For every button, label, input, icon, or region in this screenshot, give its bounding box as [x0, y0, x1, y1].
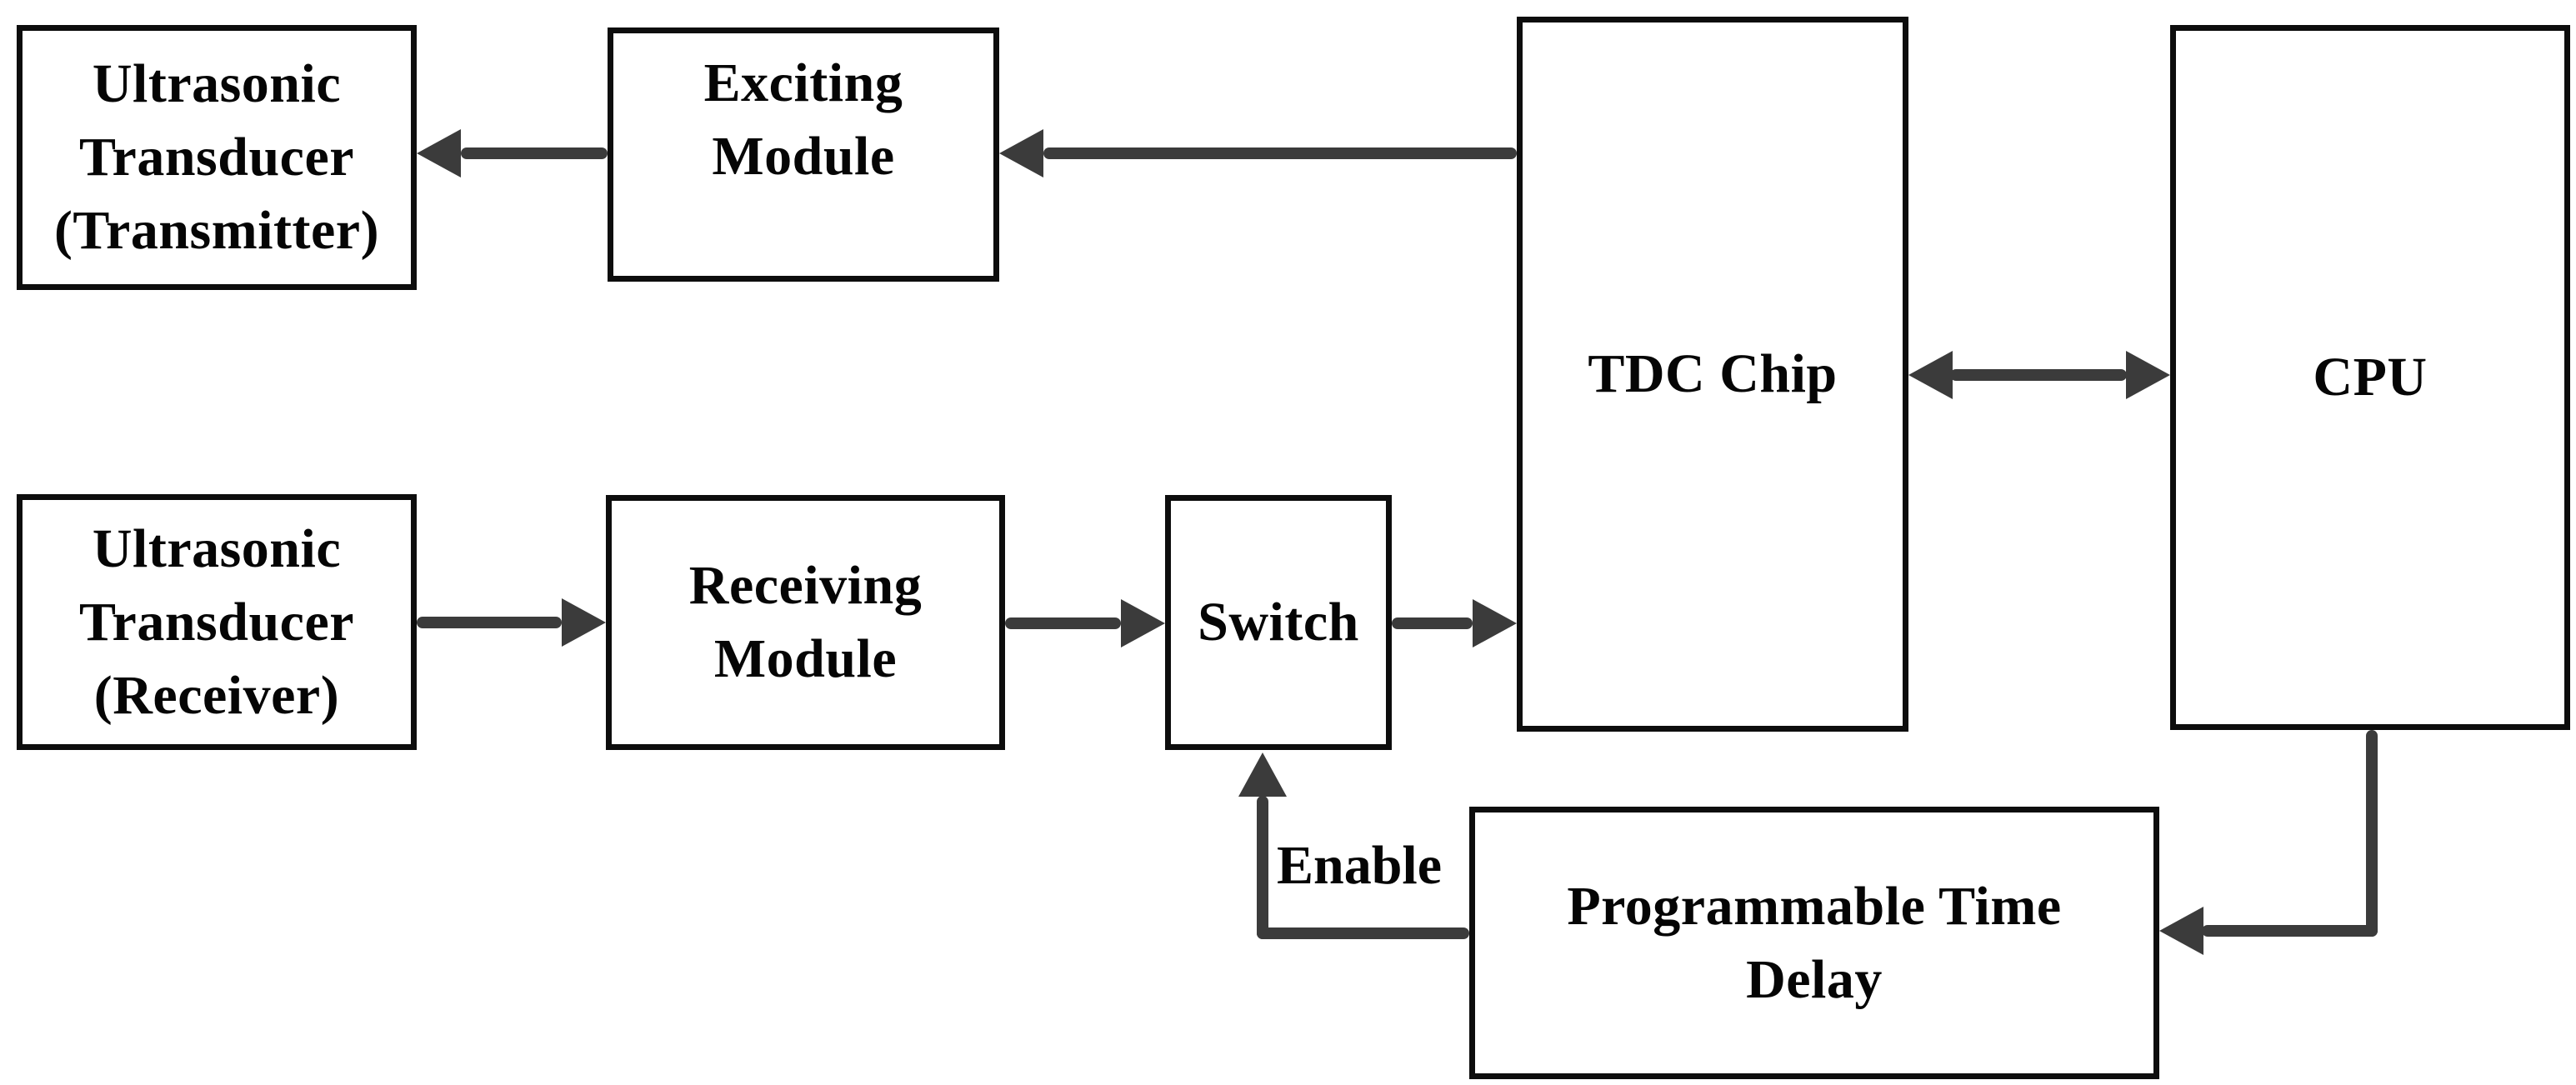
arrow-receiving-to-switch-shaft [1005, 618, 1121, 629]
enable-edge-label: Enable [1277, 835, 1443, 896]
arrowhead-right-icon [2126, 351, 2170, 399]
node-exciting-module: Exciting Module [608, 28, 999, 282]
arrowhead-left-icon [2159, 907, 2203, 955]
node-label-line: Receiving [688, 555, 923, 616]
node-label-line: Programmable Time [1567, 875, 2062, 937]
node-cpu: CPU [2170, 25, 2570, 730]
arrowhead-right-icon [1473, 599, 1517, 648]
node-label-line: (Receiver) [93, 664, 340, 726]
arrowhead-left-icon [417, 129, 461, 178]
arrow-cpu-to-ptd-vertical-shaft [2366, 730, 2378, 937]
node-label-line: CPU [2313, 347, 2428, 408]
node-label-line: Transducer [78, 127, 355, 188]
node-label-line: TDC Chip [1588, 343, 1838, 404]
node-label-line: Module [712, 126, 895, 187]
node-label-line: Ultrasonic [92, 53, 342, 114]
node-switch: Switch [1165, 495, 1392, 750]
arrow-ptd-to-switch-vertical-shaft [1257, 796, 1268, 939]
node-receiving-module: Receiving Module [606, 495, 1005, 750]
node-programmable-time-delay: Programmable Time Delay [1469, 807, 2159, 1079]
arrow-exciting-to-transmitter-shaft [461, 148, 608, 159]
arrow-switch-to-tdc-shaft [1392, 618, 1473, 629]
arrowhead-right-icon [562, 598, 606, 647]
arrowhead-up-icon [1238, 752, 1287, 797]
node-ultrasonic-transducer-receiver: Ultrasonic Transducer (Receiver) [17, 494, 417, 750]
arrowhead-left-icon [1908, 351, 1953, 399]
node-tdc-chip: TDC Chip [1517, 17, 1908, 732]
arrow-tdc-cpu-bidirectional-shaft [1950, 369, 2127, 381]
node-ultrasonic-transducer-transmitter: Ultrasonic Transducer (Transmitter) [17, 25, 417, 290]
node-label-line: Switch [1198, 592, 1359, 652]
node-label-line: Delay [1746, 948, 1883, 1010]
arrow-receiver-to-receiving-shaft [417, 617, 562, 628]
node-label-line: Module [713, 628, 898, 689]
node-label-line: Transducer [78, 591, 355, 652]
arrowhead-left-icon [999, 129, 1043, 178]
arrow-ptd-to-switch-horizontal-shaft [1257, 928, 1469, 939]
arrow-cpu-to-ptd-horizontal-shaft [2202, 925, 2378, 937]
node-label-line: Ultrasonic [92, 518, 342, 579]
arrow-tdc-to-exciting-shaft [1043, 148, 1517, 159]
node-label-line: (Transmitter) [53, 200, 380, 261]
arrowhead-right-icon [1121, 599, 1165, 648]
node-label-line: Exciting [703, 52, 903, 113]
